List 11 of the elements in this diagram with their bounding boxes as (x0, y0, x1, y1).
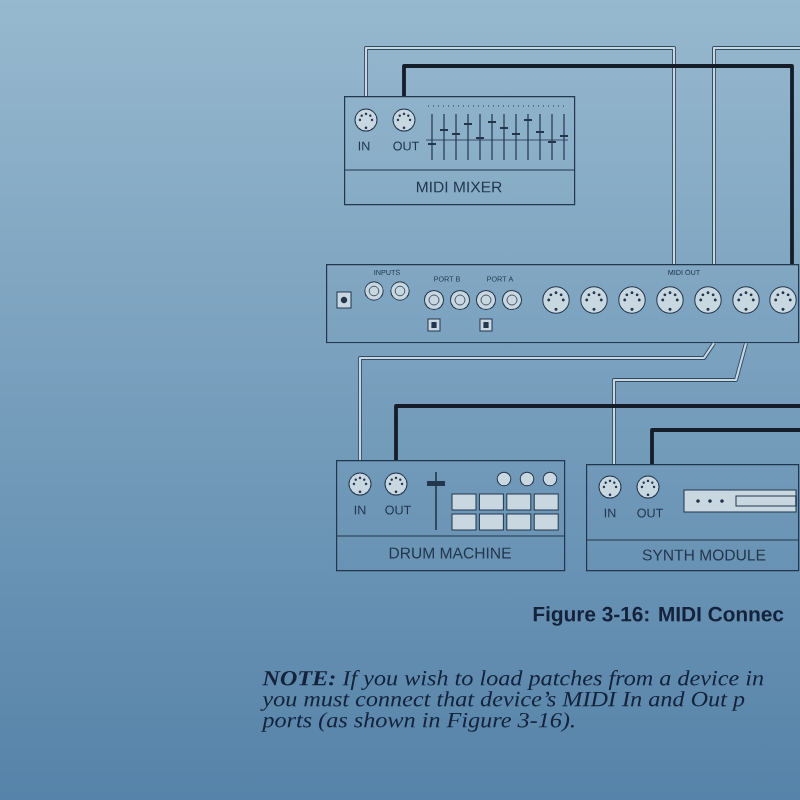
cable (612, 342, 748, 464)
note-text: NOTE: If you wish to load patches from a device in (262, 670, 764, 690)
figure-caption: Figure 3-16: MIDI Connec (533, 606, 784, 626)
cable (358, 342, 716, 460)
cable (712, 46, 800, 264)
cable (402, 64, 794, 264)
note-text: you must connect that device’s MIDI In and Out p (260, 691, 745, 711)
note-text: ports (as shown in Figure 3-16). (261, 712, 574, 732)
cable (394, 404, 800, 460)
cable (650, 428, 800, 464)
cable (364, 46, 676, 264)
